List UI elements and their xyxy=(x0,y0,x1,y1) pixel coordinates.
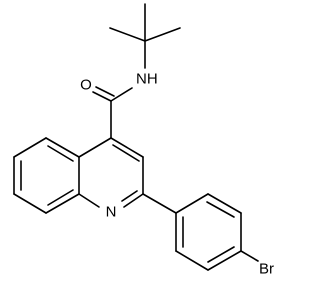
bond-c8-c8a-inner xyxy=(47,189,74,206)
bromine-label: Br xyxy=(259,261,274,278)
structure-svg: O NH N Br xyxy=(13,3,274,278)
bond-ph-4-inner xyxy=(207,246,235,263)
bond-c4a-c5 xyxy=(45,137,80,158)
carbonyl-oxygen-label: O xyxy=(80,77,92,94)
bond-c2-to-phenyl xyxy=(142,193,177,214)
bond-ph-to-br xyxy=(240,250,259,262)
bond-c4-c3 xyxy=(110,137,144,158)
bond-c2-n1 xyxy=(123,193,144,208)
bond-ph-2 xyxy=(207,193,242,214)
bond-c4a-c5-inner xyxy=(47,145,74,162)
bond-tbu-left xyxy=(109,27,146,42)
bond-ph-2-inner xyxy=(206,201,235,218)
bond-ph-1 xyxy=(175,193,209,214)
bond-n1-c8a xyxy=(78,193,100,208)
bond-c7-c8 xyxy=(13,193,47,214)
ring-nitrogen-label: N xyxy=(106,204,117,221)
bond-tbu-right xyxy=(144,27,181,42)
bond-c4a-c4 xyxy=(78,137,112,158)
bond-ph-4 xyxy=(207,250,242,271)
bond-c2-n1-inner xyxy=(121,190,138,202)
bond-ph-5 xyxy=(175,250,209,271)
bond-n-to-carbonyl xyxy=(110,87,133,102)
bond-co-1 xyxy=(92,91,112,102)
bond-c4-c3-inner xyxy=(112,144,140,162)
bond-co-2 xyxy=(95,86,115,97)
molecule-diagram: O NH N Br xyxy=(13,3,274,278)
bonds xyxy=(13,3,259,271)
atom-labels: O NH N Br xyxy=(80,71,274,278)
bond-c5-c6 xyxy=(13,137,47,158)
bond-c8-c8a xyxy=(45,193,80,214)
amide-nitrogen-label: NH xyxy=(136,71,158,88)
